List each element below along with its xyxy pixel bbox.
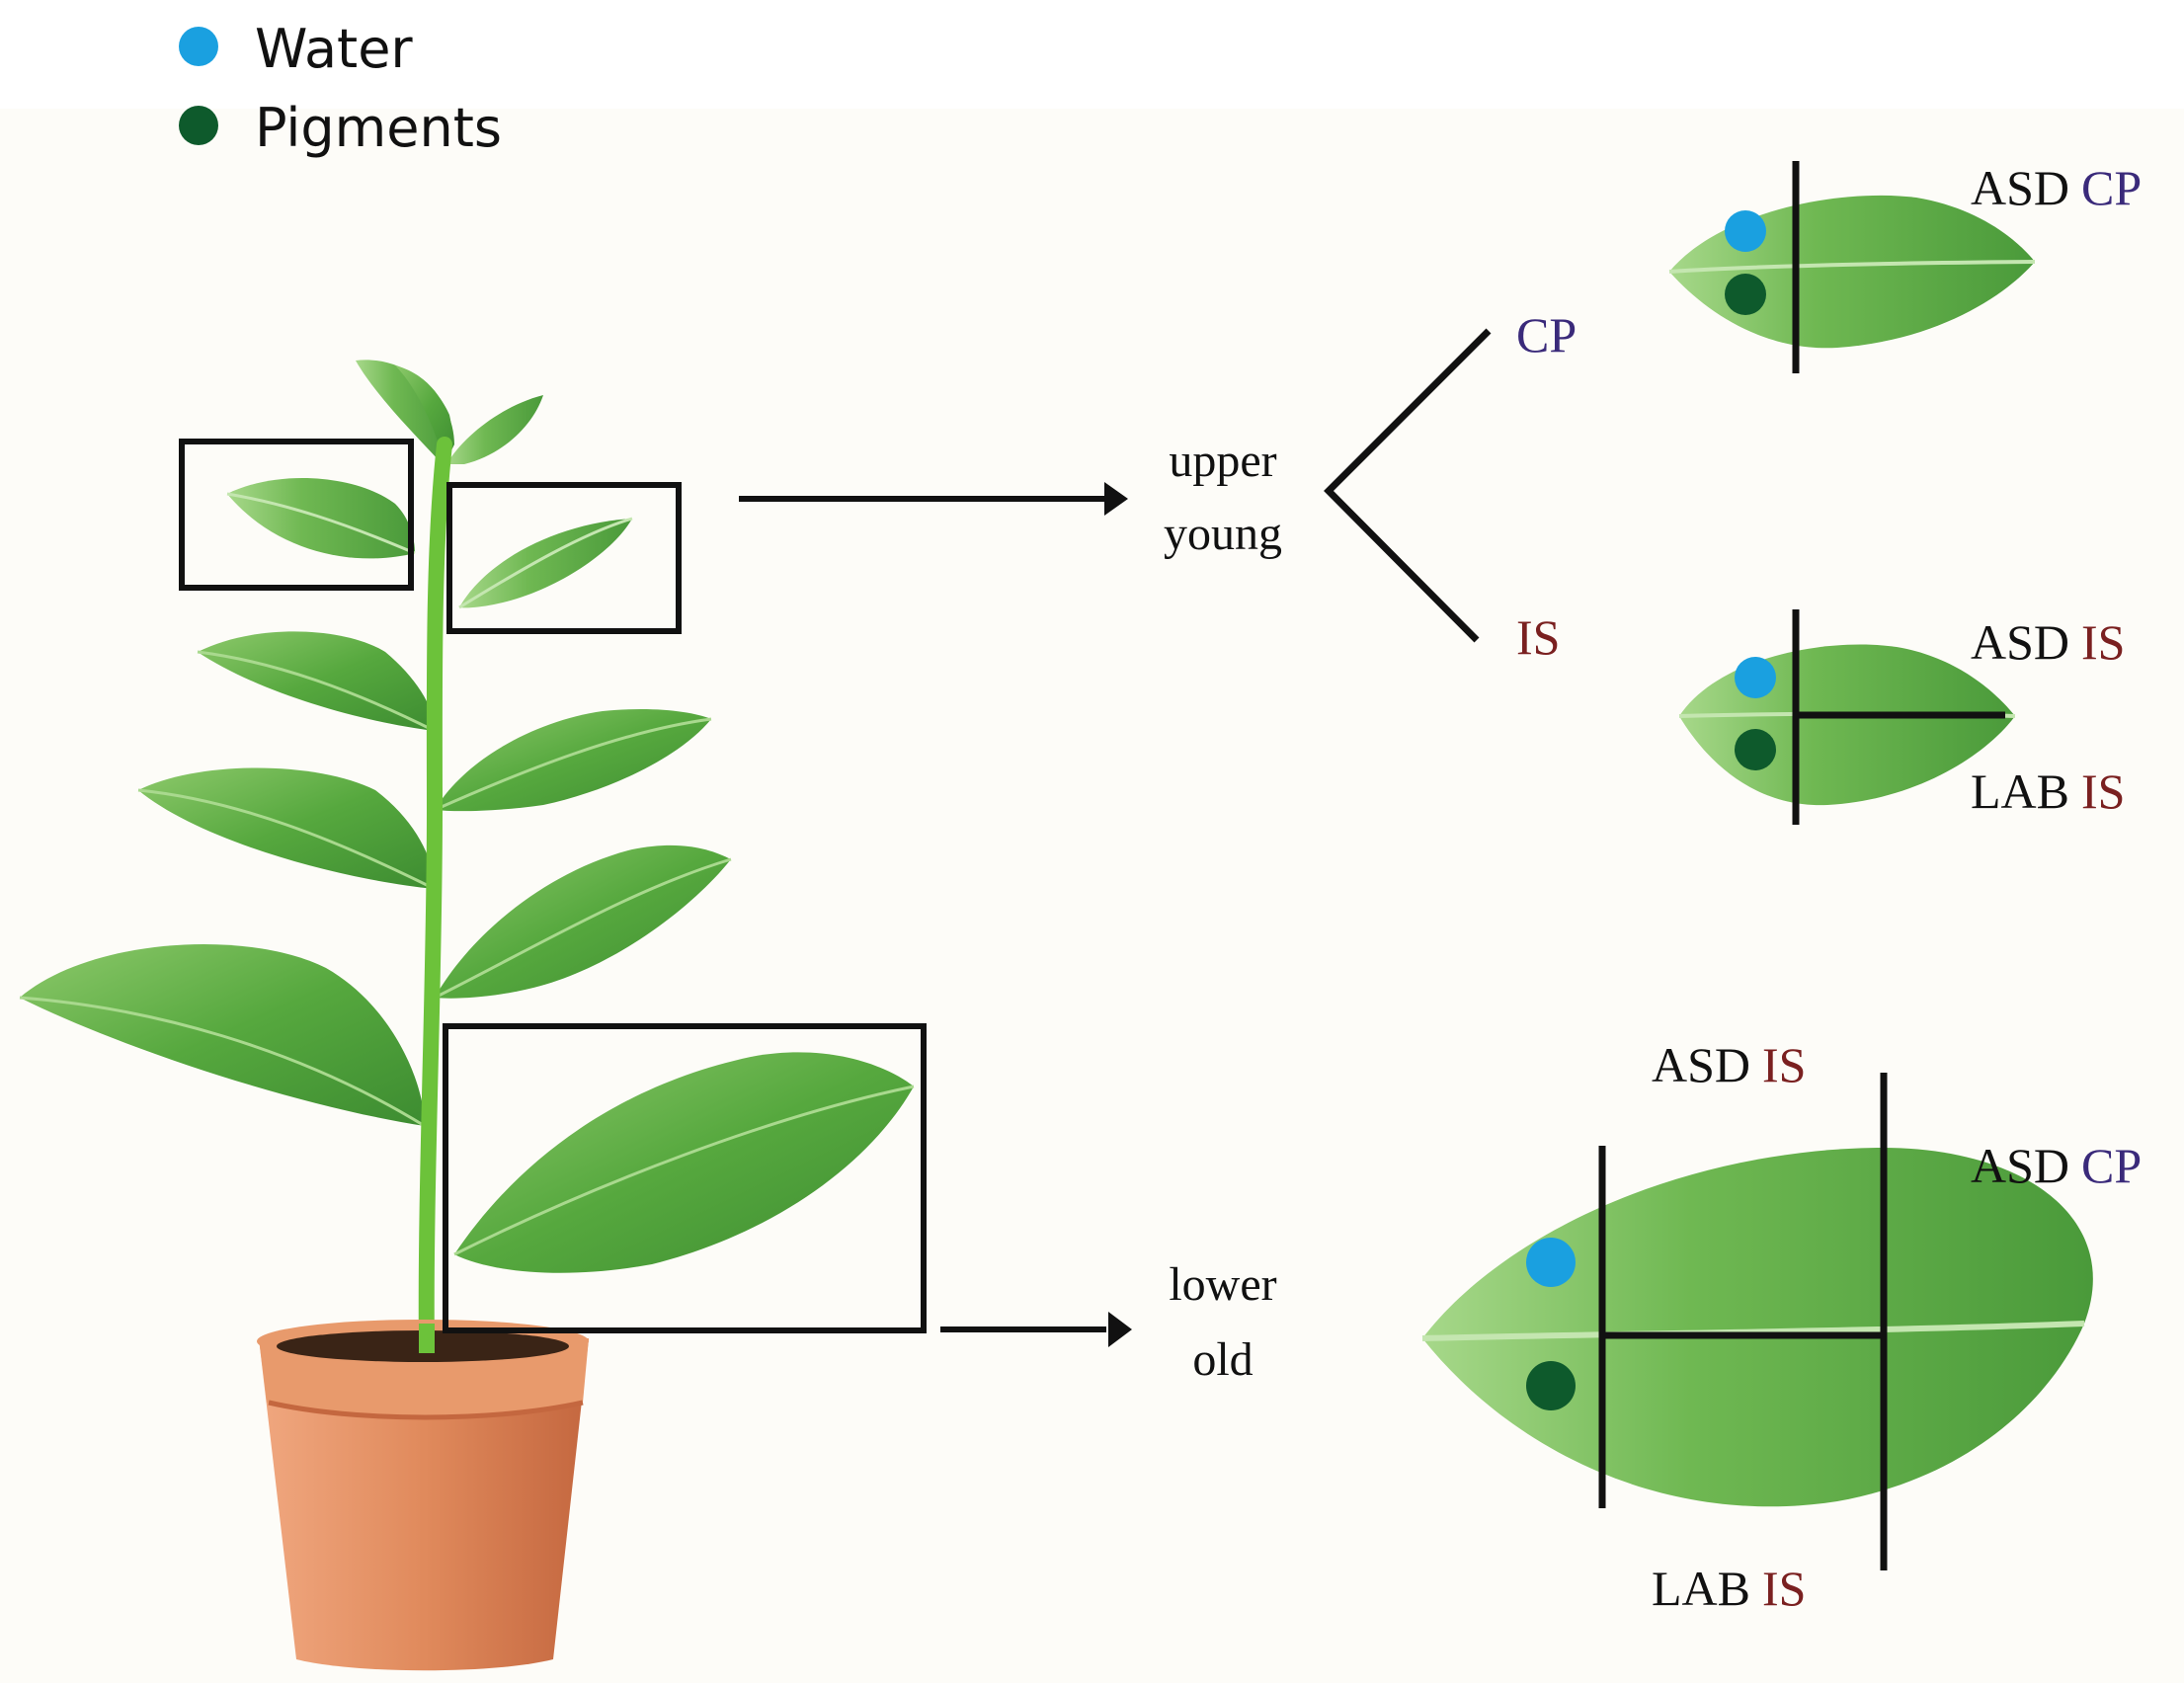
- mid-asd-label: ASD: [1971, 614, 2069, 670]
- big-asd-top-is-label: IS: [1762, 1037, 1806, 1092]
- top-cp-label: CP: [2081, 160, 2142, 215]
- leaf-right-2: [435, 708, 711, 812]
- pigments-dot-is: [1735, 729, 1776, 770]
- mid-lab-label: LAB: [1971, 764, 2069, 819]
- big-asd-right-label: ASD: [1971, 1138, 2069, 1193]
- water-legend-dot: [179, 27, 218, 66]
- label-old: old: [1192, 1333, 1253, 1386]
- big-lab-is-label: IS: [1762, 1561, 1806, 1616]
- water-dot-is: [1735, 657, 1776, 698]
- big-asd-right-cp-label: CP: [2081, 1138, 2142, 1193]
- box-upper-left-leaf: [179, 439, 414, 591]
- leaf-mid-left: [138, 767, 435, 889]
- flower-pot: [259, 1338, 589, 1671]
- leaf-sample-is: [1678, 609, 2016, 825]
- water-dot-cp: [1725, 210, 1766, 252]
- leaf-sample-cp: [1668, 161, 2036, 373]
- branch-label-cp: CP: [1516, 307, 1577, 362]
- label-young: young: [1164, 508, 1282, 560]
- leaf-upper-young-right: [459, 519, 632, 608]
- plant-stem: [418, 437, 452, 1361]
- selection-boxes: [179, 439, 927, 1333]
- mid-asd-is-label: IS: [2081, 614, 2125, 670]
- leaf-lower-old: [454, 1052, 914, 1273]
- legend: Water Pigments: [179, 18, 502, 159]
- leaf-sprout-2: [446, 395, 543, 464]
- branch-split-lines: [1324, 328, 1492, 643]
- branch-label-is: IS: [1516, 609, 1560, 665]
- water-dot-old: [1526, 1238, 1576, 1287]
- legend-water-label: Water: [255, 18, 413, 80]
- label-upper: upper: [1169, 435, 1276, 487]
- box-upper-right-leaf: [446, 482, 682, 634]
- leaf-old: [1422, 1147, 2093, 1507]
- legend-pigments-label: Pigments: [255, 97, 502, 159]
- label-lower: lower: [1169, 1258, 1276, 1311]
- big-asd-top-label: ASD: [1652, 1037, 1750, 1092]
- top-asd-label: ASD: [1971, 160, 2069, 215]
- leaf-sample-old: [1421, 1073, 2093, 1570]
- arrow-upper: [739, 482, 1128, 516]
- pigments-dot-old: [1526, 1361, 1576, 1410]
- arrow-lower: [940, 1312, 1132, 1347]
- box-lower-leaf: [443, 1023, 927, 1333]
- pigments-dot-cp: [1725, 274, 1766, 315]
- big-lab-label: LAB: [1652, 1561, 1750, 1616]
- pigments-legend-dot: [179, 106, 218, 145]
- mid-lab-is-label: IS: [2081, 764, 2125, 819]
- plant-illustration: [19, 360, 915, 1671]
